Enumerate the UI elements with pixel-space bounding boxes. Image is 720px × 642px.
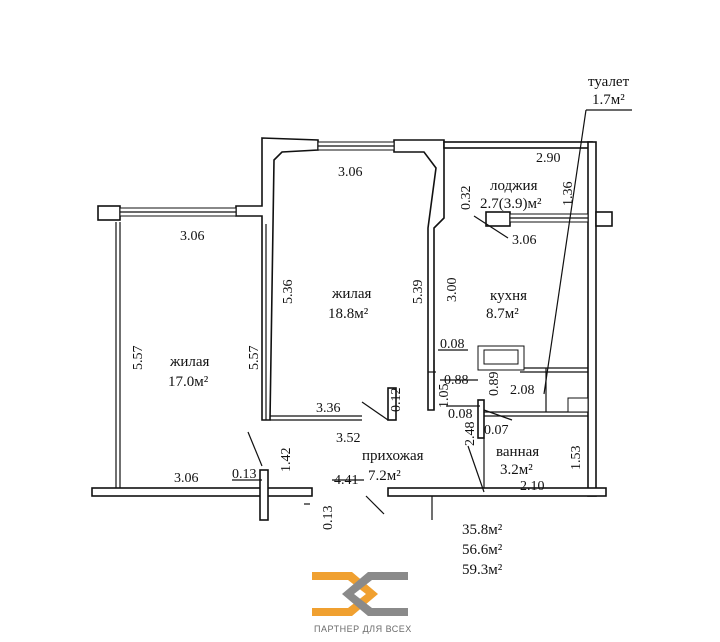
- dim-label: 3.06: [174, 471, 199, 486]
- dim-label: 3.36: [316, 401, 341, 416]
- dim-label: 0.88: [444, 373, 469, 388]
- dim-label: 5.57: [247, 346, 262, 371]
- dim-label: 0.89: [487, 372, 502, 397]
- dim-label: 0.12: [389, 388, 404, 413]
- hallway-name: прихожая: [362, 448, 424, 464]
- left-wall-stub: [97, 205, 121, 221]
- hallway-area: 7.2м²: [368, 468, 401, 484]
- dim-label: 0.13: [232, 467, 257, 482]
- toilet-area: 1.7м²: [592, 92, 625, 108]
- bottom-wall-left: [91, 487, 313, 497]
- logo-mark-gray: [342, 572, 408, 616]
- dim-label: 1.53: [569, 446, 584, 471]
- dim-label: 1.05: [437, 384, 452, 409]
- dim-label: 0.08: [448, 407, 473, 422]
- dim-label: 2.90: [536, 151, 561, 166]
- dim-label: 2.08: [510, 383, 535, 398]
- dim-label: 0.08: [440, 337, 465, 352]
- kitchen-name: кухня: [490, 288, 527, 304]
- loggia-area: 2.7(3.9)м²: [480, 196, 542, 212]
- center-room-wall: [235, 137, 319, 421]
- kitchen-window-wall: [485, 211, 511, 227]
- kitchen-area: 8.7м²: [486, 306, 519, 322]
- dim-label: 1.42: [279, 448, 294, 473]
- loggia-right-wall: [587, 141, 597, 497]
- walls: [91, 137, 613, 521]
- dim-label: 0.13: [321, 506, 336, 531]
- loggia-top-wall: [443, 141, 593, 149]
- dim-label: 2.48: [463, 422, 478, 447]
- area-totals: 35.8м² 56.6м² 59.3м²: [462, 522, 503, 578]
- dim-label: 3.52: [336, 431, 361, 446]
- dimension-labels: 3.06 2.90 0.32 1.36 3.06 3.06 5.36 5.39 …: [131, 151, 584, 530]
- toilet-name: туалет: [588, 74, 630, 90]
- dim-label: 3.06: [180, 229, 205, 244]
- logo-tagline: ПАРТНЕР ДЛЯ ВСЕХ: [314, 624, 412, 634]
- dim-label: 3.06: [512, 233, 537, 248]
- right-wall-stub: [595, 211, 613, 227]
- room-labels: туалет 1.7м² лоджия 2.7(3.9)м² жилая 18.…: [168, 74, 630, 484]
- living-center-area: 18.8м²: [328, 306, 369, 322]
- partition-bathroom-door: [477, 399, 485, 439]
- leader-lines: [232, 109, 632, 515]
- living-left-name: жилая: [169, 354, 210, 370]
- loggia-name: лоджия: [490, 178, 538, 194]
- dim-label: 0.32: [459, 186, 474, 211]
- total-living: 35.8м²: [462, 522, 503, 538]
- dim-label: 2.10: [520, 479, 545, 494]
- company-logo: ПАРТНЕР ДЛЯ ВСЕХ: [312, 572, 412, 634]
- dim-label: 5.57: [131, 346, 146, 371]
- dim-label: 4.41: [334, 473, 359, 488]
- dim-label: 0.07: [484, 423, 509, 438]
- toilet-fixture: [567, 397, 589, 413]
- dim-label: 3.06: [338, 165, 363, 180]
- total-with-loggia: 59.3м²: [462, 562, 503, 578]
- bathroom-area: 3.2м²: [500, 462, 533, 478]
- dim-label: 5.36: [281, 280, 296, 305]
- dim-label: 5.39: [411, 280, 426, 305]
- living-left-area: 17.0м²: [168, 374, 209, 390]
- bathroom-name: ванная: [496, 444, 539, 460]
- living-center-name: жилая: [331, 286, 372, 302]
- entry-door-post: [259, 469, 269, 521]
- bottom-wall-right: [387, 487, 607, 497]
- dim-label: 1.36: [561, 182, 576, 207]
- total-area: 56.6м²: [462, 542, 503, 558]
- center-room-right-wall: [393, 139, 445, 411]
- dim-label: 3.00: [445, 278, 460, 303]
- partition-0-12: [387, 387, 397, 421]
